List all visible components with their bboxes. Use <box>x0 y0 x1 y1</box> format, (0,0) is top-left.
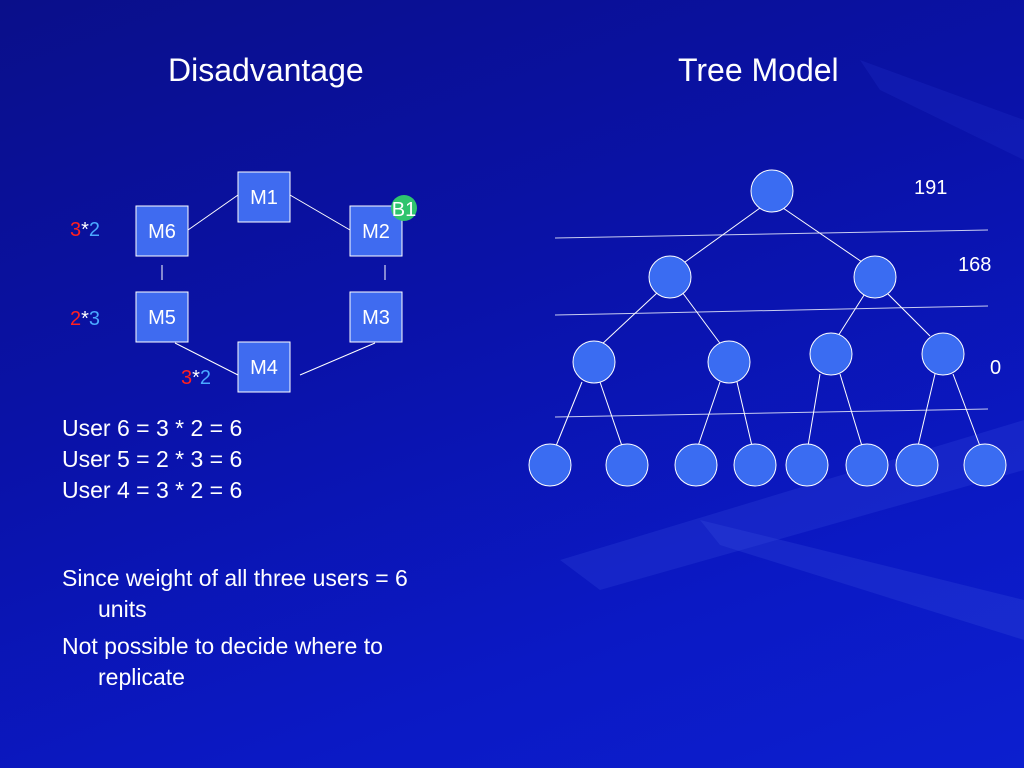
tree-node-leaf-4 <box>733 443 777 487</box>
title-disadvantage: Disadvantage <box>168 52 364 88</box>
body-text: User 6 = 3 * 2 = 6 User 5 = 2 * 3 = 6 Us… <box>62 413 242 506</box>
bullet-1-cont: units <box>98 596 147 622</box>
ring-node-m4-label: M4 <box>250 357 278 379</box>
ring-node-m1: M1 <box>237 171 291 223</box>
tree-level-label-0: 0 <box>990 357 1002 379</box>
bullet-1-first: Since weight of all three users = 6 <box>62 565 408 591</box>
ring-node-m6-label: M6 <box>148 221 176 243</box>
tree-node-l2-2 <box>707 340 751 384</box>
bullet-2-cont: replicate <box>98 664 185 690</box>
ring-node-m3-label: M3 <box>362 307 390 329</box>
multiplier-m5: 2*3 <box>70 308 101 330</box>
tree-node-leaf-2 <box>605 443 649 487</box>
badge-b1: B1 <box>391 195 417 221</box>
tree-node-leaf-5 <box>785 443 829 487</box>
tree-node-leaf-3 <box>674 443 718 487</box>
tree-node-l2-1 <box>572 340 616 384</box>
tree-level-label-191: 191 <box>914 177 948 199</box>
ring-node-m4: M4 <box>237 341 291 393</box>
ring-node-m2-label: M2 <box>362 221 390 243</box>
user4-line: User 4 = 3 * 2 = 6 <box>62 477 243 503</box>
conclusion-text: Since weight of all three users = 6 unit… <box>62 563 408 693</box>
tree-node-l1-left <box>648 255 692 299</box>
tree-node-l2-4 <box>921 332 965 376</box>
tree-node-root <box>750 169 794 213</box>
tree-level-separators <box>554 229 989 418</box>
ring-node-m6: M6 <box>135 205 189 257</box>
tree-level-label-168: 168 <box>958 254 992 276</box>
ring-node-m5-label: M5 <box>148 307 176 329</box>
multiplier-m6: 3*2 <box>70 219 101 241</box>
ring-node-m5: M5 <box>135 291 189 343</box>
tree-node-l2-3 <box>809 332 853 376</box>
tree-node-leaf-7 <box>895 443 939 487</box>
tree-node-leaf-6 <box>845 443 889 487</box>
multiplier-m4: 3*2 <box>181 367 212 389</box>
ring-node-m1-label: M1 <box>250 187 278 209</box>
tree-edges <box>555 207 981 447</box>
tree-node-l1-right <box>853 255 897 299</box>
user5-line: User 5 = 2 * 3 = 6 <box>62 446 243 472</box>
tree-node-leaf-8 <box>963 443 1007 487</box>
tree-node-leaf-1 <box>528 443 572 487</box>
title-tree-model: Tree Model <box>678 52 839 88</box>
bullet-2-first: Not possible to decide where to <box>62 633 383 659</box>
ring-node-m3: M3 <box>349 291 403 343</box>
badge-b1-label: B1 <box>392 199 416 221</box>
user6-line: User 6 = 3 * 2 = 6 <box>62 415 243 441</box>
